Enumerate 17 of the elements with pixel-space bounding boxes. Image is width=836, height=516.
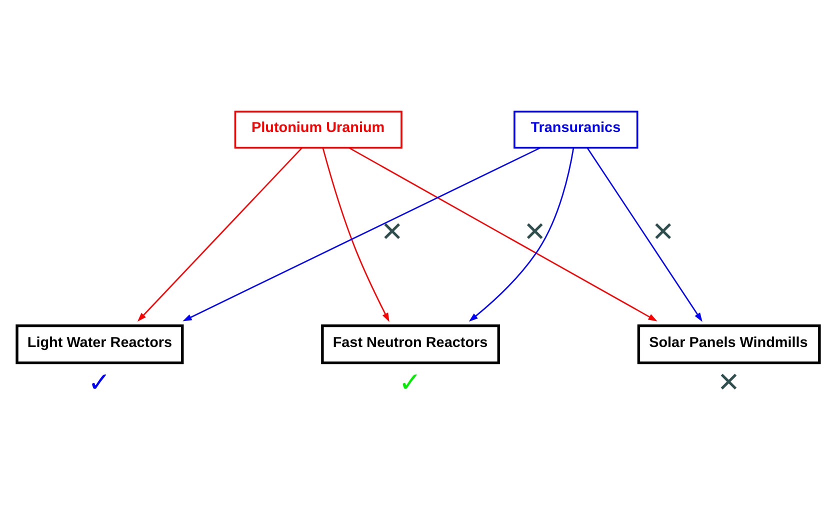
edge-label: ✕ — [380, 216, 404, 248]
arrow — [586, 148, 702, 322]
edge-label: ✕ — [523, 216, 546, 248]
arrow — [348, 147, 658, 322]
node-box: Solar Panels Windmills — [637, 324, 821, 364]
node-box: Plutonium Uranium — [234, 110, 402, 149]
node-label: ✓ — [88, 367, 111, 398]
node-box: Fast Neutron Reactors — [321, 324, 500, 364]
arrow — [468, 148, 574, 322]
node-label: ✕ — [717, 367, 740, 398]
arrow — [137, 147, 302, 322]
arrow — [182, 147, 540, 322]
arrow — [322, 148, 390, 322]
edge-label: ✕ — [652, 216, 675, 248]
node-box: Transuranics — [514, 110, 638, 149]
node-box: Light Water Reactors — [16, 324, 184, 364]
node-label: ✓ — [398, 367, 422, 398]
